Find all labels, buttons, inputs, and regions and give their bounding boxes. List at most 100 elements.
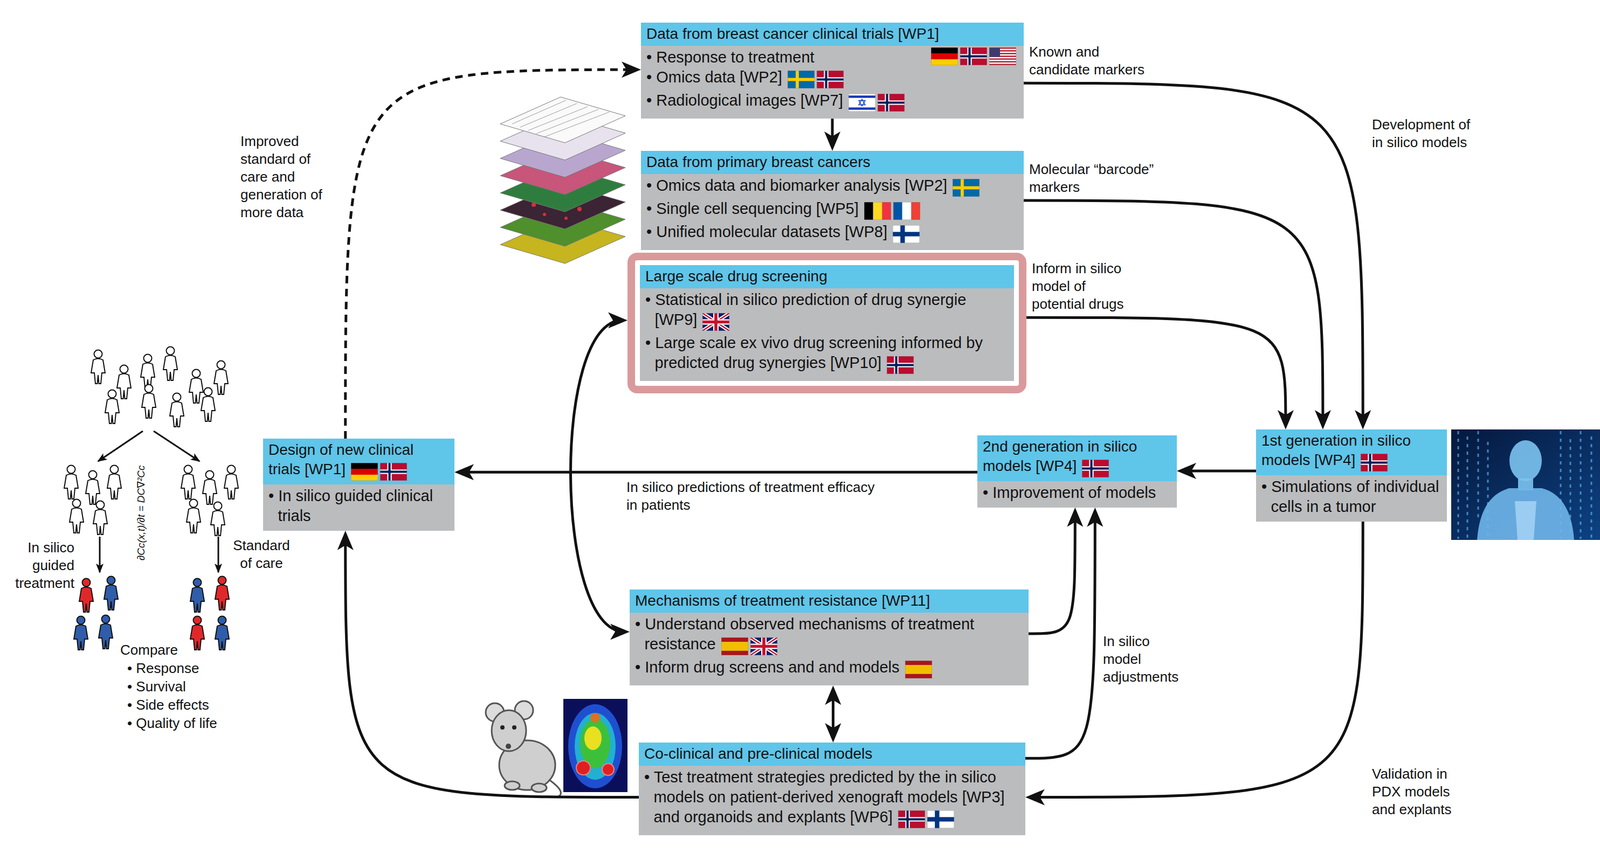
- bullet-line: • Statistical in silico prediction of dr…: [645, 290, 1009, 334]
- box-body: • Statistical in silico prediction of dr…: [639, 288, 1015, 382]
- bullet-line: • Inform drug screens and and models: [635, 657, 1024, 681]
- flag-group: [930, 47, 1019, 68]
- header-line: Data from breast cancer clinical trials …: [646, 24, 1019, 44]
- connector-arrow: [1023, 200, 1323, 425]
- flag-icon: [960, 47, 988, 66]
- box-heading: Large scale drug screening: [645, 267, 828, 285]
- flag-group: [1360, 453, 1390, 474]
- box-header: Large scale drug screening: [639, 265, 1015, 289]
- flag-icon: [848, 93, 876, 112]
- bullet-line: • Unified molecular datasets [WP8]: [646, 222, 1019, 246]
- dashed-arrow: [345, 69, 636, 439]
- process-box: 2nd generation in silico models [WP4] • I…: [977, 435, 1177, 508]
- control-arm: [181, 465, 239, 537]
- box-heading: Co-clinical and pre-clinical models: [644, 745, 873, 763]
- box-heading: Mechanisms of treatment resistance [WP11…: [635, 592, 930, 610]
- pet-scan-image: [563, 699, 628, 793]
- flag-group: [952, 178, 982, 199]
- mouse-illustration: [485, 701, 561, 797]
- edge-label: In silico model adjustments: [1102, 632, 1184, 687]
- flag-icon: [1360, 453, 1388, 472]
- edge-label: Improved standard of care and generation…: [240, 132, 338, 222]
- connector-arrow: [831, 691, 835, 738]
- bullet-line: • Improvement of models: [982, 483, 1172, 503]
- flag-icon: [930, 47, 958, 66]
- connector-arrow: [1023, 83, 1363, 425]
- bullet-text: • Understand observed mechanisms of trea…: [635, 615, 975, 653]
- bullet-line: • Response to treatment: [646, 47, 1019, 68]
- box-body: • Improvement of models: [977, 481, 1177, 508]
- bullet-line: • Understand observed mechanisms of trea…: [635, 614, 1024, 658]
- connector-arrow: [459, 471, 978, 474]
- patient-cohort: [91, 347, 229, 428]
- bullet-line: • Single cell sequencing [WP5]: [646, 198, 1019, 223]
- flag-group: [350, 463, 410, 483]
- box-header: Co-clinical and pre-clinical models: [638, 742, 1026, 767]
- bullet-text: • Omics data and biomarker analysis [WP2…: [646, 176, 948, 195]
- flag-icon: [787, 70, 815, 89]
- process-box: Co-clinical and pre-clinical models • Tes…: [638, 742, 1026, 836]
- bullet-text: • Radiological images [WP7]: [646, 91, 844, 109]
- box-header: Data from breast cancer clinical trials …: [640, 22, 1024, 46]
- cohort-split-arrows: [98, 431, 219, 573]
- bullet-text: • Single cell sequencing [WP5]: [646, 200, 859, 218]
- box-header: 1st generation in silico models [WP4]: [1256, 429, 1447, 476]
- flag-group: [892, 225, 922, 246]
- bullet-text: • Simulations of individual cells in a t…: [1261, 478, 1439, 516]
- flag-icon: [905, 660, 933, 679]
- box-heading: 2nd generation in silico models [WP4]: [982, 438, 1137, 475]
- connector-arrow: [1030, 521, 1363, 798]
- bullet-line: • Test treatment strategies predicted by…: [644, 767, 1020, 831]
- text-label: • Response: [127, 659, 199, 678]
- flag-group: [848, 93, 907, 114]
- text-label: • Quality of life: [127, 714, 218, 733]
- connector-arrow: [1025, 513, 1095, 760]
- box-header: 2nd generation in silico models [WP4]: [977, 435, 1177, 482]
- flag-icon: [1081, 459, 1109, 478]
- bullet-text: • Large scale ex vivo drug screening inf…: [645, 334, 983, 372]
- flag-group: [721, 637, 780, 658]
- bullet-text: • Statistical in silico prediction of dr…: [645, 291, 967, 329]
- bullet-line: • Simulations of individual cells in a t…: [1261, 477, 1442, 517]
- flag-icon: [750, 637, 778, 656]
- edge-label: Validation in PDX models and explants: [1371, 765, 1470, 819]
- process-box: Design of new clinical trials [WP1] • In …: [263, 438, 455, 531]
- bullet-text: • Unified molecular datasets [WP8]: [646, 223, 888, 241]
- flag-icon: [886, 356, 914, 375]
- bullet-text: • Improvement of models: [982, 484, 1156, 502]
- box-header: Data from primary breast cancers: [640, 150, 1024, 175]
- bullet-text: • Omics data [WP2]: [646, 68, 783, 86]
- box-body: • Response to treatment • Omics data [WP2…: [640, 45, 1024, 119]
- flag-icon: [380, 463, 408, 481]
- flag-group: [864, 202, 923, 223]
- flag-icon: [350, 463, 378, 481]
- process-box: Data from primary breast cancers• Omics …: [640, 150, 1024, 251]
- flag-icon: [864, 202, 892, 220]
- connector-arrow: [1028, 513, 1075, 634]
- flag-group: [905, 660, 935, 681]
- flag-group: [702, 313, 732, 334]
- bullet-line: • Radiological images [WP7]: [646, 90, 1019, 114]
- edge-label: In silico predictions of treatment effic…: [626, 478, 880, 515]
- bullet-line: • Omics data and biomarker analysis [WP2…: [646, 175, 1019, 199]
- omics-layers: [500, 97, 626, 264]
- connector-arrow: [1026, 317, 1286, 425]
- connector-arrow: [831, 118, 834, 146]
- bullet-text: • Response to treatment: [646, 48, 815, 66]
- box-heading: 1st generation in silico models [WP4]: [1261, 432, 1411, 469]
- equation-label: ∂Cc(x,t)/∂t = DC∇²Cc: [134, 474, 148, 561]
- flag-icon: [702, 313, 730, 331]
- flag-icon: [898, 810, 926, 829]
- header-line: Large scale drug screening: [645, 266, 1009, 287]
- connector-arrow: [570, 320, 625, 632]
- text-label: • Survival: [127, 678, 186, 696]
- header-line: Design of new clinical trials [WP1]: [268, 440, 450, 483]
- box-body: • Simulations of individual cells in a t…: [1256, 475, 1447, 522]
- box-frame: Large scale drug screening • Statistical …: [639, 265, 1015, 382]
- edge-label: Inform in silico model of potential drug…: [1031, 259, 1140, 314]
- box-body: • In silico guided clinical trials: [263, 484, 455, 531]
- bullet-text: • In silico guided clinical trials: [268, 487, 433, 525]
- flag-icon: [877, 93, 905, 112]
- connector-arrow: [1182, 469, 1257, 473]
